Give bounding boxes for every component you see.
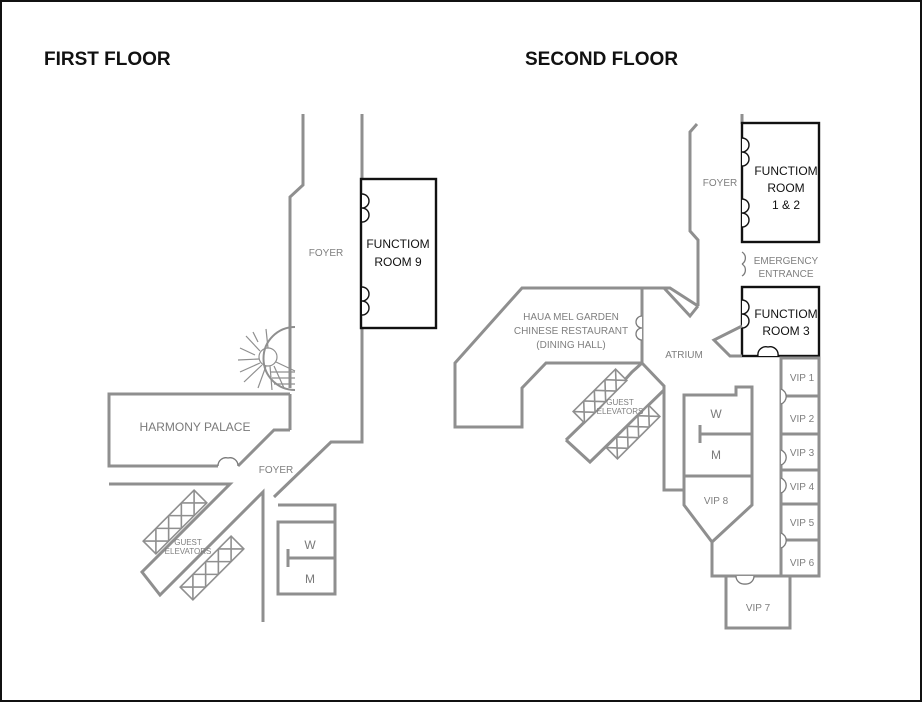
first-elevators-label-line1: GUEST	[174, 538, 202, 547]
harmony-palace-label: HARMONY PALACE	[140, 420, 251, 434]
vip-5-label: VIP 5	[790, 518, 815, 529]
first-guest-elevators	[142, 489, 245, 601]
first-floor: FIRST FLOOR	[44, 49, 438, 622]
first-foyer-east-wall	[272, 114, 364, 499]
vip-2-label: VIP 2	[790, 414, 815, 425]
vip-1-label: VIP 1	[790, 373, 815, 384]
first-foyer-west-wall	[288, 114, 305, 388]
first-floor-title: FIRST FLOOR	[44, 49, 171, 70]
restaurant-label-line1: HAUA MEL GARDEN	[523, 312, 619, 323]
harmony-palace-inner-wall	[236, 428, 290, 468]
second-floor: SECOND FLOOR	[453, 49, 821, 630]
atrium-label: ATRIUM	[665, 350, 703, 361]
spiral-staircase	[237, 326, 296, 391]
second-restroom-walls	[682, 385, 754, 476]
vip-column-outline	[779, 356, 821, 578]
emergency-entrance-label-line1: EMERGENCY	[754, 256, 819, 267]
second-floor-title: SECOND FLOOR	[525, 49, 678, 70]
function-room-3-door-south	[757, 346, 779, 357]
vip-1-6-column	[779, 356, 821, 578]
emergency-entrance-label-line2: ENTRANCE	[758, 269, 813, 280]
harmony-palace-door	[217, 457, 239, 467]
vip-7-label: VIP 7	[746, 603, 771, 614]
vip-7-door	[735, 575, 755, 585]
harmony-palace-walls	[107, 392, 290, 468]
first-foyer-upper-label: FOYER	[309, 248, 343, 259]
first-lower-foyer-walls	[109, 482, 265, 622]
vip-3-label: VIP 3	[790, 448, 815, 459]
vip-8-walls	[682, 476, 754, 545]
function-room-1-2[interactable]	[740, 121, 821, 244]
restaurant-label-line2: CHINESE RESTAURANT	[514, 326, 628, 337]
function-room-3-label-line1: FUNCTIOM	[754, 307, 817, 321]
first-restroom-m-label: M	[305, 572, 315, 586]
emergency-entrance-door	[741, 251, 746, 277]
atrium-ne-wedge	[662, 286, 700, 319]
function-room-1-2-label-line1: FUNCTIOM	[754, 164, 817, 178]
restaurant-walls	[453, 286, 644, 429]
second-foyer-label: FOYER	[703, 178, 737, 189]
restaurant-label-line3: (DINING HALL)	[536, 340, 605, 351]
second-foyer-west-wall	[688, 123, 700, 306]
function-room-3-door-west	[741, 299, 750, 329]
function-room-9-door-lower	[361, 286, 370, 316]
function-room-9[interactable]	[359, 177, 438, 330]
atrium-south-west-wall	[640, 361, 684, 492]
first-restroom-outer-wall	[278, 503, 337, 522]
first-foyer-lower-label: FOYER	[259, 465, 293, 476]
second-elevators-label-line1: GUEST	[606, 398, 634, 407]
function-room-9-door-upper	[361, 193, 370, 223]
second-restroom-w-label: W	[710, 407, 722, 421]
first-elevators-label-line2: ELEVATORS	[165, 547, 212, 556]
vip-7-room[interactable]	[724, 574, 792, 630]
second-elevators-label-line2: ELEVATORS	[597, 407, 644, 416]
vip-lower-corridor-west	[710, 542, 736, 578]
restaurant-door	[635, 315, 643, 341]
function-room-9-label-line2: ROOM 9	[374, 255, 422, 269]
atrium-north-wall	[642, 286, 699, 308]
second-guest-elevators	[571, 367, 662, 461]
function-room-1-2-label-line2: ROOM	[767, 181, 804, 195]
function-room-3-label-line2: ROOM 3	[762, 324, 810, 338]
function-room-1-2-label-line3: 1 & 2	[772, 198, 800, 212]
first-restroom-w-label: W	[304, 538, 316, 552]
function-room-1-2-door-lower	[741, 198, 750, 228]
vip-4-label: VIP 4	[790, 482, 815, 493]
function-room-9-label-line1: FUNCTIOM	[366, 237, 429, 251]
second-restroom-m-label: M	[711, 448, 721, 462]
vip-8-label: VIP 8	[704, 496, 729, 507]
function-room-3[interactable]	[740, 285, 821, 358]
function-room-1-2-door-upper	[741, 137, 750, 167]
function-room-3-west-chamfer	[711, 324, 743, 358]
vip-6-label: VIP 6	[790, 558, 815, 569]
